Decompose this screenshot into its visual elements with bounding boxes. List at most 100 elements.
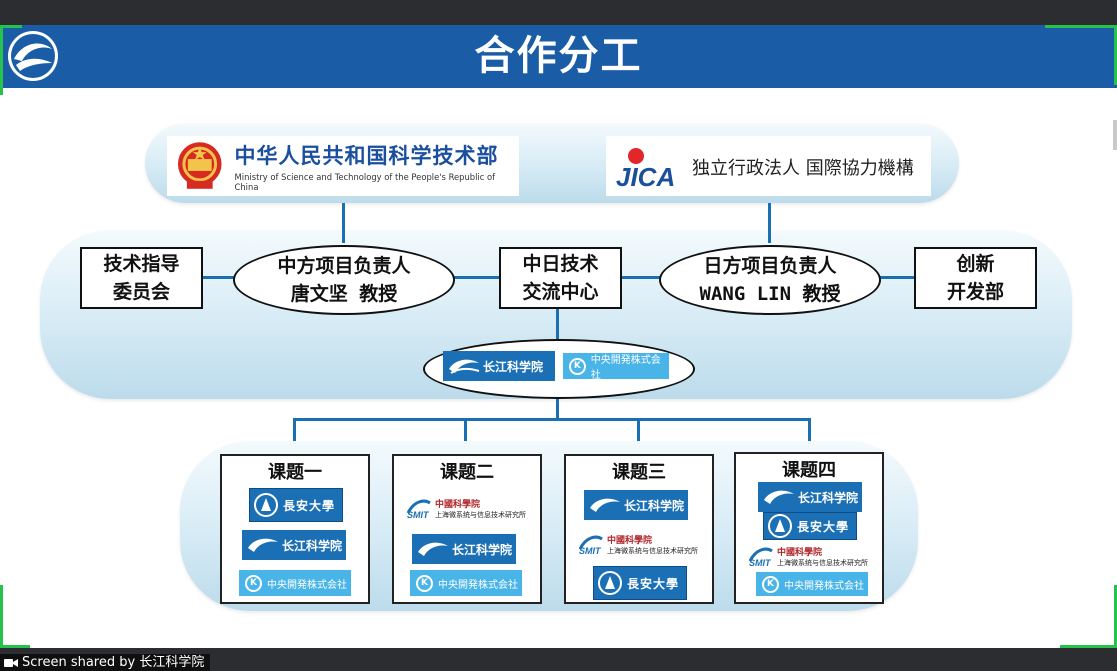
smit-name-sub: 上海微系统与信息技术研究所	[777, 558, 868, 567]
scroll-edge	[1113, 120, 1117, 150]
innovation-line-2: 开发部	[946, 281, 1004, 303]
smit-name-cn: 中國科學院	[777, 547, 823, 558]
committee-line-2: 委员会	[112, 281, 170, 303]
smit-logo: SMIT 中國科學院 上海微系统与信息技术研究所	[748, 542, 872, 570]
changjiang-logo: 长江科学院	[242, 530, 346, 560]
topic-card-1: 课题一 長安大學 长江科学院 K 中央開発株式会社	[220, 454, 370, 604]
screen-share-icon	[4, 658, 18, 667]
screen-share-status: Screen shared by 长江科学院	[0, 654, 211, 671]
center-line-1: 中日技术	[522, 253, 599, 275]
changjiang-logo: 长江科学院	[412, 534, 516, 564]
topic-card-3: 课题三 长江科学院 SMIT 中國科學院 上海微系统与信息技术研究所 長安大學	[564, 454, 714, 604]
connector	[637, 418, 640, 456]
smit-name-cn: 中國科學院	[607, 535, 653, 546]
chuo-logo: K 中央開発株式会社	[563, 353, 669, 381]
changjiang-logo: 长江科学院	[584, 490, 688, 520]
connector	[768, 203, 771, 243]
changjiang-name: 长江科学院	[282, 538, 343, 553]
innovation-line-1: 创新	[956, 253, 995, 275]
changjiang-wave-icon	[590, 498, 620, 512]
most-name-en: Ministry of Science and Technology of th…	[234, 172, 496, 192]
connector	[808, 418, 811, 456]
changjiang-wave-icon	[449, 359, 480, 374]
connector	[293, 418, 811, 421]
smit-logo: SMIT 中國科學院 上海微系统与信息技术研究所	[406, 494, 530, 522]
changjiang-wave-icon	[418, 542, 448, 556]
screen-share-text: Screen shared by 长江科学院	[22, 655, 205, 670]
changjiang-name: 长江科学院	[798, 490, 859, 505]
chuo-name: 中央開発株式会社	[784, 580, 864, 592]
title-bar: 合作分工	[0, 25, 1117, 88]
changan-emblem-icon	[768, 514, 792, 538]
topic-title: 课题三	[612, 462, 666, 483]
changan-logo: 長安大學	[593, 566, 687, 600]
chuo-k-icon: K	[416, 574, 433, 592]
jica-logo-icon: JICA	[616, 148, 675, 192]
most-name-cn: 中华人民共和国科学技术部	[234, 144, 499, 168]
share-frame-corner	[0, 25, 3, 95]
chuo-k-icon: K	[245, 574, 262, 592]
share-frame-corner	[1045, 25, 1117, 28]
smit-mark-icon: SMIT	[748, 547, 773, 567]
chuo-logo: K 中央開発株式会社	[756, 572, 868, 596]
share-frame-corner	[0, 645, 30, 648]
innovation-dept-box: 创新 开发部	[914, 247, 1037, 309]
chuo-k-icon: K	[762, 575, 779, 593]
changan-logo: 長安大學	[249, 488, 343, 522]
changjiang-wave-icon	[764, 490, 794, 504]
changjiang-logo: 长江科学院	[443, 351, 555, 381]
topic-title: 课题一	[268, 462, 322, 483]
jp-lead-name: WANG LIN 教授	[699, 283, 841, 305]
national-emblem-icon	[177, 142, 222, 189]
chuo-name: 中央開発株式会社	[590, 355, 661, 381]
connector	[342, 203, 345, 243]
svg-text:SMIT: SMIT	[407, 510, 430, 519]
chuo-name: 中央開発株式会社	[438, 579, 518, 591]
changan-logo: 長安大學	[763, 512, 857, 540]
jp-lead-role: 日方项目负责人	[703, 255, 837, 277]
connector	[293, 418, 296, 456]
svg-text:SMIT: SMIT	[579, 546, 602, 555]
changan-name: 長安大學	[627, 576, 680, 591]
connector	[556, 395, 559, 420]
center-line-2: 交流中心	[522, 281, 599, 303]
smit-mark-icon: SMIT	[406, 499, 431, 519]
svg-text:JICA: JICA	[616, 162, 675, 192]
share-frame-corner	[1114, 25, 1117, 85]
changan-name: 長安大學	[283, 498, 336, 513]
smit-name-cn: 中國科學院	[435, 499, 481, 510]
changan-emblem-icon	[598, 571, 622, 595]
changjiang-wave-icon	[248, 538, 278, 552]
smit-mark-icon: SMIT	[578, 535, 603, 555]
changjiang-logo: 长江科学院	[758, 482, 862, 512]
connector	[556, 307, 559, 349]
cn-lead-role: 中方项目负责人	[277, 255, 411, 277]
changan-emblem-icon	[254, 493, 278, 517]
share-frame-corner	[1114, 585, 1117, 647]
most-logo: 中华人民共和国科学技术部 Ministry of Science and Tec…	[167, 136, 519, 196]
exchange-center-box: 中日技术 交流中心	[499, 247, 622, 309]
smit-logo: SMIT 中國科學院 上海微系统与信息技术研究所	[578, 530, 702, 558]
chuo-name: 中央開発株式会社	[267, 579, 347, 591]
presentation-slide: 合作分工 中华人民共和国科学技术部 Ministry of Science an…	[0, 25, 1117, 648]
chuo-k-icon: K	[569, 357, 586, 375]
changjiang-wave-logo	[8, 31, 58, 81]
changjiang-name: 长江科学院	[624, 498, 685, 513]
chinese-lead-oval: 中方项目负责人 唐文坚 教授	[233, 245, 455, 315]
chuo-logo: K 中央開発株式会社	[410, 570, 522, 596]
changjiang-name: 长江科学院	[483, 359, 544, 374]
topic-card-4: 课题四 长江科学院 長安大學 SMIT 中國科學院 上海微系统与信息技术研究所 …	[734, 452, 884, 604]
jica-name: 独立行政法人 国際協力機構	[692, 158, 914, 179]
share-frame-corner	[1060, 645, 1117, 648]
topic-title: 课题四	[782, 460, 836, 481]
svg-text:SMIT: SMIT	[749, 558, 772, 567]
jica-logo: JICA 独立行政法人 国際協力機構	[606, 136, 931, 196]
slide-title: 合作分工	[474, 33, 643, 79]
technical-committee-box: 技术指导 委员会	[80, 247, 203, 309]
chuo-logo: K 中央開発株式会社	[239, 570, 351, 596]
connector	[464, 418, 467, 456]
changan-name: 長安大學	[797, 519, 850, 534]
smit-name-sub: 上海微系统与信息技术研究所	[607, 546, 698, 555]
japanese-lead-oval: 日方项目负责人 WANG LIN 教授	[659, 245, 881, 315]
smit-name-sub: 上海微系统与信息技术研究所	[435, 510, 526, 519]
